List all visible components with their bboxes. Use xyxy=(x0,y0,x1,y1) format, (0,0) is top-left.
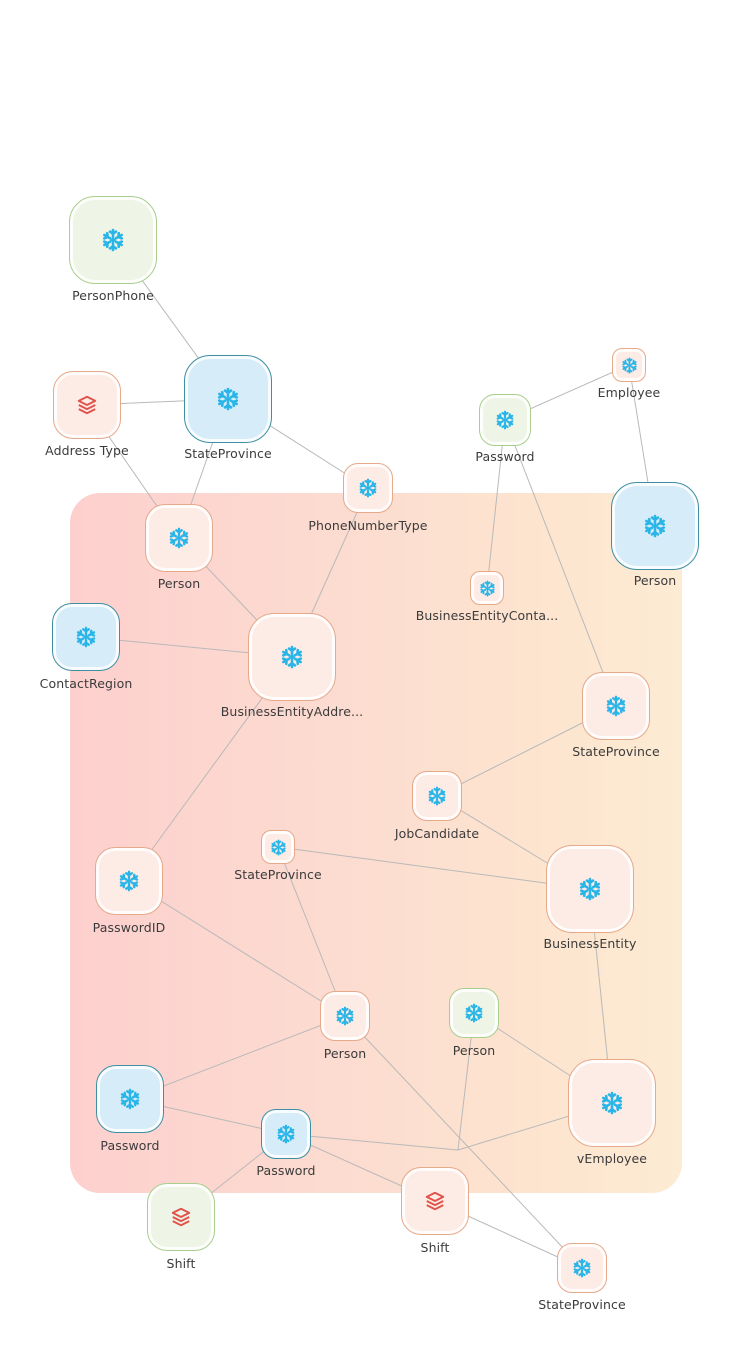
node-person-green[interactable] xyxy=(449,988,499,1038)
snowflake-icon xyxy=(479,579,496,597)
node-label-password-left: Password xyxy=(100,1138,160,1153)
node-businessentityaddre[interactable] xyxy=(248,613,336,701)
snowflake-icon xyxy=(118,870,140,892)
snowflake-icon xyxy=(358,478,378,498)
node-label-person-center: Person xyxy=(323,1046,367,1061)
node-label-person-green: Person xyxy=(452,1043,496,1058)
node-businessentity[interactable] xyxy=(546,845,634,933)
node-label-businessentity: BusinessEntity xyxy=(543,936,637,951)
edge-person-center-to-password-left xyxy=(129,1015,346,1100)
node-employee[interactable] xyxy=(612,348,646,382)
node-stateprovince-right[interactable] xyxy=(582,672,650,740)
node-label-stateprovince-right: StateProvince xyxy=(572,744,660,759)
node-label-passwordid: PasswordID xyxy=(92,920,166,935)
stack-icon xyxy=(76,394,98,416)
snowflake-icon xyxy=(119,1088,141,1110)
node-jobcandidate[interactable] xyxy=(412,771,462,821)
snowflake-icon xyxy=(605,695,627,717)
snowflake-icon xyxy=(168,527,190,549)
node-label-password-upper: Password xyxy=(475,449,535,464)
node-label-businessentityconta: BusinessEntityConta... xyxy=(415,608,559,623)
snowflake-icon xyxy=(427,786,447,806)
node-password-bottom[interactable] xyxy=(261,1109,311,1159)
node-label-vemployee: vEmployee xyxy=(576,1151,648,1166)
node-label-shift-right: Shift xyxy=(420,1240,450,1255)
node-label-phonenumbertype: PhoneNumberType xyxy=(308,518,428,533)
node-label-person-right: Person xyxy=(633,573,677,588)
snowflake-icon xyxy=(464,1003,484,1023)
snowflake-icon xyxy=(280,645,304,669)
edge-stateprovince-mid-to-businessentity xyxy=(277,846,591,890)
node-personphone[interactable] xyxy=(69,196,157,284)
node-label-contactregion: ContactRegion xyxy=(39,676,133,691)
node-label-stateprovince-mid: StateProvince xyxy=(234,867,322,882)
node-phonenumbertype[interactable] xyxy=(343,463,393,513)
node-password-left[interactable] xyxy=(96,1065,164,1133)
node-label-address-type: Address Type xyxy=(45,443,129,458)
node-address-type[interactable] xyxy=(53,371,121,439)
node-businessentityconta[interactable] xyxy=(470,571,504,605)
edge-password-bottom-to-junction xyxy=(285,1133,459,1151)
node-label-shift-left: Shift xyxy=(166,1256,196,1271)
snowflake-icon xyxy=(572,1258,592,1278)
stack-icon xyxy=(424,1190,446,1212)
snowflake-icon xyxy=(578,877,602,901)
snowflake-icon xyxy=(621,356,638,374)
node-stateprovince-top[interactable] xyxy=(184,355,272,443)
node-stateprovince-mid[interactable] xyxy=(261,830,295,864)
snowflake-icon xyxy=(600,1091,624,1115)
snowflake-icon xyxy=(276,1124,296,1144)
snowflake-icon xyxy=(643,514,667,538)
snowflake-icon xyxy=(75,626,97,648)
edge-person-center-to-stateprovince-bottom xyxy=(344,1015,583,1269)
node-vemployee[interactable] xyxy=(568,1059,656,1147)
node-passwordid[interactable] xyxy=(95,847,163,915)
node-person-upper[interactable] xyxy=(145,504,213,572)
node-label-stateprovince-bottom: StateProvince xyxy=(538,1297,626,1312)
edge-password-upper-to-stateprovince-right xyxy=(504,419,617,707)
node-shift-right[interactable] xyxy=(401,1167,469,1235)
node-stateprovince-bottom[interactable] xyxy=(557,1243,607,1293)
node-person-right[interactable] xyxy=(611,482,699,570)
snowflake-icon xyxy=(495,410,515,430)
node-person-center[interactable] xyxy=(320,991,370,1041)
snowflake-icon xyxy=(270,838,287,856)
node-contactregion[interactable] xyxy=(52,603,120,671)
node-password-upper[interactable] xyxy=(479,394,531,446)
edge-stateprovince-mid-to-person-center xyxy=(277,846,346,1017)
stack-icon xyxy=(170,1206,192,1228)
node-label-personphone: PersonPhone xyxy=(72,288,154,303)
snowflake-icon xyxy=(216,387,240,411)
snowflake-icon xyxy=(101,228,125,252)
edge-password-upper-to-businessentityconta xyxy=(486,419,506,589)
node-label-person-upper: Person xyxy=(157,576,201,591)
node-label-jobcandidate: JobCandidate xyxy=(394,826,480,841)
node-label-password-bottom: Password xyxy=(256,1163,316,1178)
node-label-stateprovince-top: StateProvince xyxy=(184,446,272,461)
snowflake-icon xyxy=(335,1006,355,1026)
node-label-businessentityaddre: BusinessEntityAddre... xyxy=(220,704,364,719)
edge-passwordid-to-person-center xyxy=(128,880,346,1017)
node-shift-left[interactable] xyxy=(147,1183,215,1251)
node-label-employee: Employee xyxy=(597,385,661,400)
